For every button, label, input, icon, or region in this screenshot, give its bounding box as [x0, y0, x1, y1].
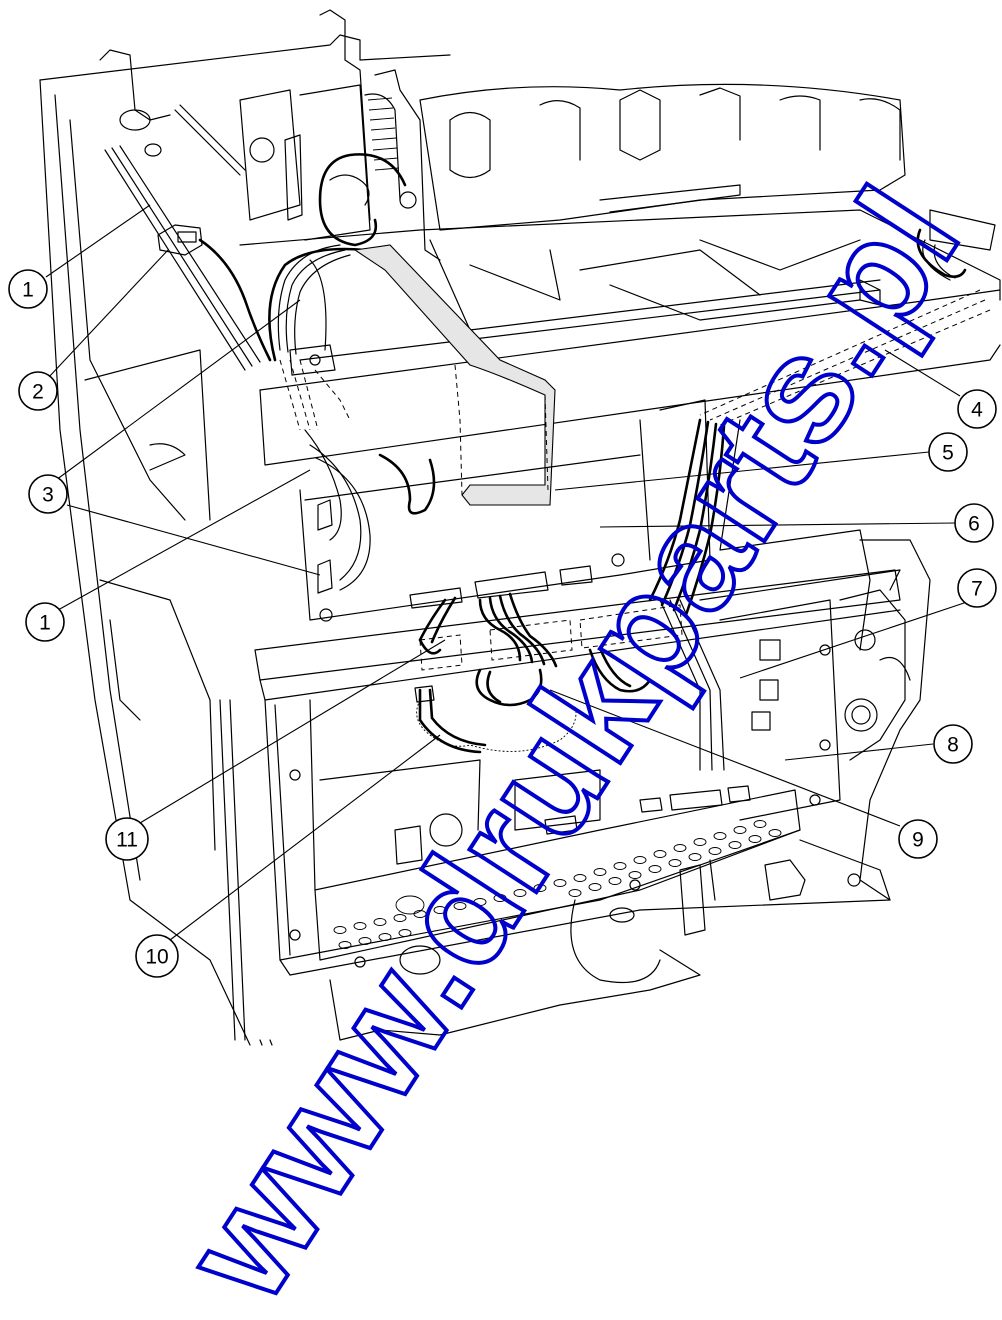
callout-7: 7 — [957, 568, 997, 608]
callout-6: 6 — [954, 503, 994, 543]
callout-5-label: 5 — [942, 442, 954, 465]
callout-10-label: 10 — [145, 946, 168, 969]
callout-2-label: 2 — [32, 381, 44, 404]
leader-lines — [45, 204, 968, 941]
callout-10: 10 — [135, 934, 179, 978]
callout-4: 4 — [957, 389, 997, 429]
callout-2: 2 — [18, 371, 58, 411]
callout-1-upper-label: 1 — [22, 279, 34, 302]
callout-3-upper: 3 — [28, 474, 68, 514]
callout-7-label: 7 — [971, 578, 983, 601]
callout-9: 9 — [898, 819, 938, 859]
callout-9-label: 9 — [912, 829, 924, 852]
callout-11: 11 — [105, 817, 149, 861]
callout-1-upper: 1 — [8, 269, 48, 309]
callout-1-lower-label: 1 — [39, 612, 51, 635]
callout-4-label: 4 — [971, 399, 983, 422]
callout-1-lower: 1 — [25, 602, 65, 642]
printer-body — [39, 9, 1001, 1046]
callout-3-upper-label: 3 — [42, 484, 54, 507]
callout-8: 8 — [933, 724, 973, 764]
callout-6-label: 6 — [968, 513, 980, 536]
callout-5: 5 — [928, 432, 968, 472]
callout-8-label: 8 — [947, 734, 959, 757]
callout-11-label: 11 — [116, 829, 138, 852]
